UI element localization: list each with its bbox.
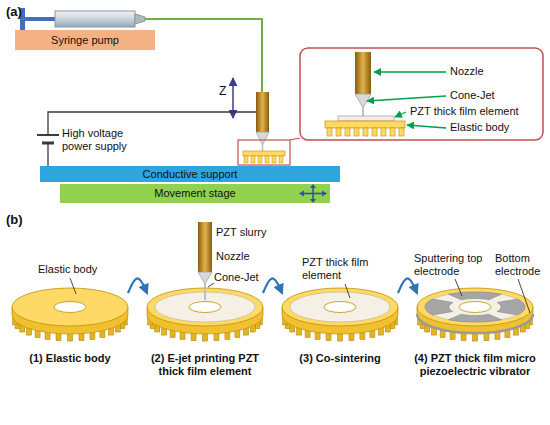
- step-caption: (2) E-jet printing PZT thick film elemen…: [137, 352, 273, 377]
- step-caption: (1) Elastic body: [2, 352, 138, 365]
- part-label: Cone-Jet: [214, 271, 259, 284]
- panel-label: (b): [6, 212, 23, 227]
- part-label: PZT thick film element: [302, 256, 390, 282]
- part-label: PZT thick film element: [410, 105, 519, 118]
- leader-lines: [70, 278, 530, 313]
- syringe: [20, 8, 145, 32]
- part-label: PZT slurry: [216, 226, 267, 239]
- ring-illustrations: [12, 222, 533, 341]
- stage-bar: Movement stage: [60, 184, 330, 203]
- part-label: Nozzle: [450, 65, 484, 78]
- step-arrow: [128, 278, 147, 293]
- step-caption: (4) PZT thick film micro piezoelectric v…: [407, 352, 543, 377]
- step-figure: (1) Elastic body: [8, 285, 132, 347]
- inset-detail: [300, 48, 543, 140]
- support-bar: Conductive support: [40, 166, 340, 182]
- box-label: Movement stage: [154, 187, 235, 200]
- elastic-body-small: [238, 138, 300, 165]
- step-figure: (4) PZT thick film micro piezoelectric v…: [413, 285, 537, 347]
- axis-label: Z: [219, 84, 226, 98]
- part-label: Elastic body: [450, 121, 509, 134]
- step-caption: (3) Co-sintering: [272, 352, 408, 365]
- step-arrow: [263, 278, 282, 293]
- power-label: High voltage power supply: [62, 127, 144, 153]
- step-arrow: [398, 278, 417, 293]
- print-nozzle: [198, 222, 212, 300]
- feed-tube: [145, 19, 262, 92]
- part-label: Nozzle: [216, 250, 250, 263]
- box-label: Conductive support: [143, 168, 238, 181]
- step-figure: (2) E-jet printing PZT thick film elemen…: [143, 285, 267, 347]
- part-label: Sputtering top electrode: [414, 252, 494, 278]
- part-label: Elastic body: [38, 263, 97, 276]
- step-figure: (3) Co-sintering: [278, 285, 402, 347]
- panel-label: (a): [6, 4, 22, 19]
- part-label: Cone-Jet: [450, 89, 495, 102]
- hv-circuit: [37, 112, 256, 166]
- nozzle: [256, 92, 269, 151]
- box-label: Syringe pump: [51, 34, 119, 47]
- part-label: Bottom electrode: [495, 252, 547, 278]
- pump-box: Syringe pump: [15, 30, 155, 50]
